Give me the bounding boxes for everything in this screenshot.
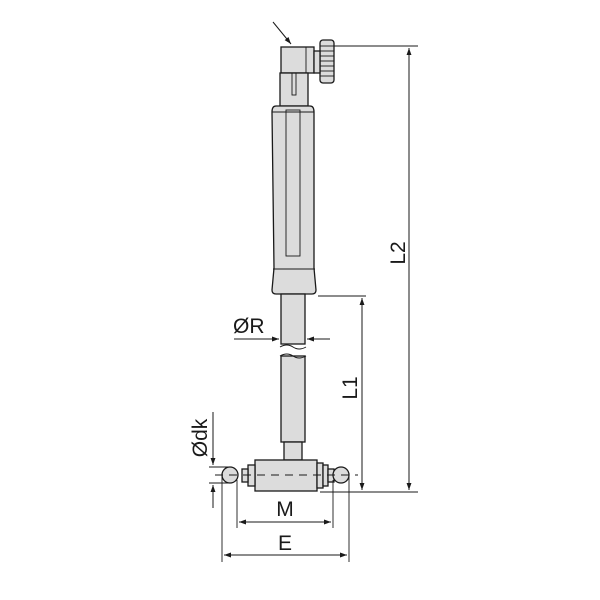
dimension-l1: L1 bbox=[318, 295, 366, 490]
extension-rod bbox=[279, 293, 307, 461]
dimension-dk: Ødk bbox=[189, 412, 232, 508]
gauge-head bbox=[272, 21, 335, 107]
m-label: M bbox=[276, 498, 294, 521]
head-block bbox=[280, 46, 315, 74]
l1-label: L1 bbox=[339, 376, 362, 399]
l2-label: L2 bbox=[387, 241, 410, 264]
handle bbox=[271, 105, 317, 295]
dimension-r: ØR bbox=[233, 315, 330, 342]
e-label: E bbox=[278, 532, 292, 555]
measuring-head bbox=[215, 459, 358, 492]
head-neck bbox=[279, 72, 309, 107]
knurled-knob bbox=[319, 39, 335, 84]
reference-arrow bbox=[272, 21, 292, 45]
dimension-l2: L2 bbox=[320, 45, 418, 493]
dk-label: Ødk bbox=[189, 418, 212, 457]
dimension-m: M bbox=[236, 480, 334, 528]
dimension-e: E bbox=[221, 476, 350, 562]
r-label: ØR bbox=[233, 315, 265, 338]
